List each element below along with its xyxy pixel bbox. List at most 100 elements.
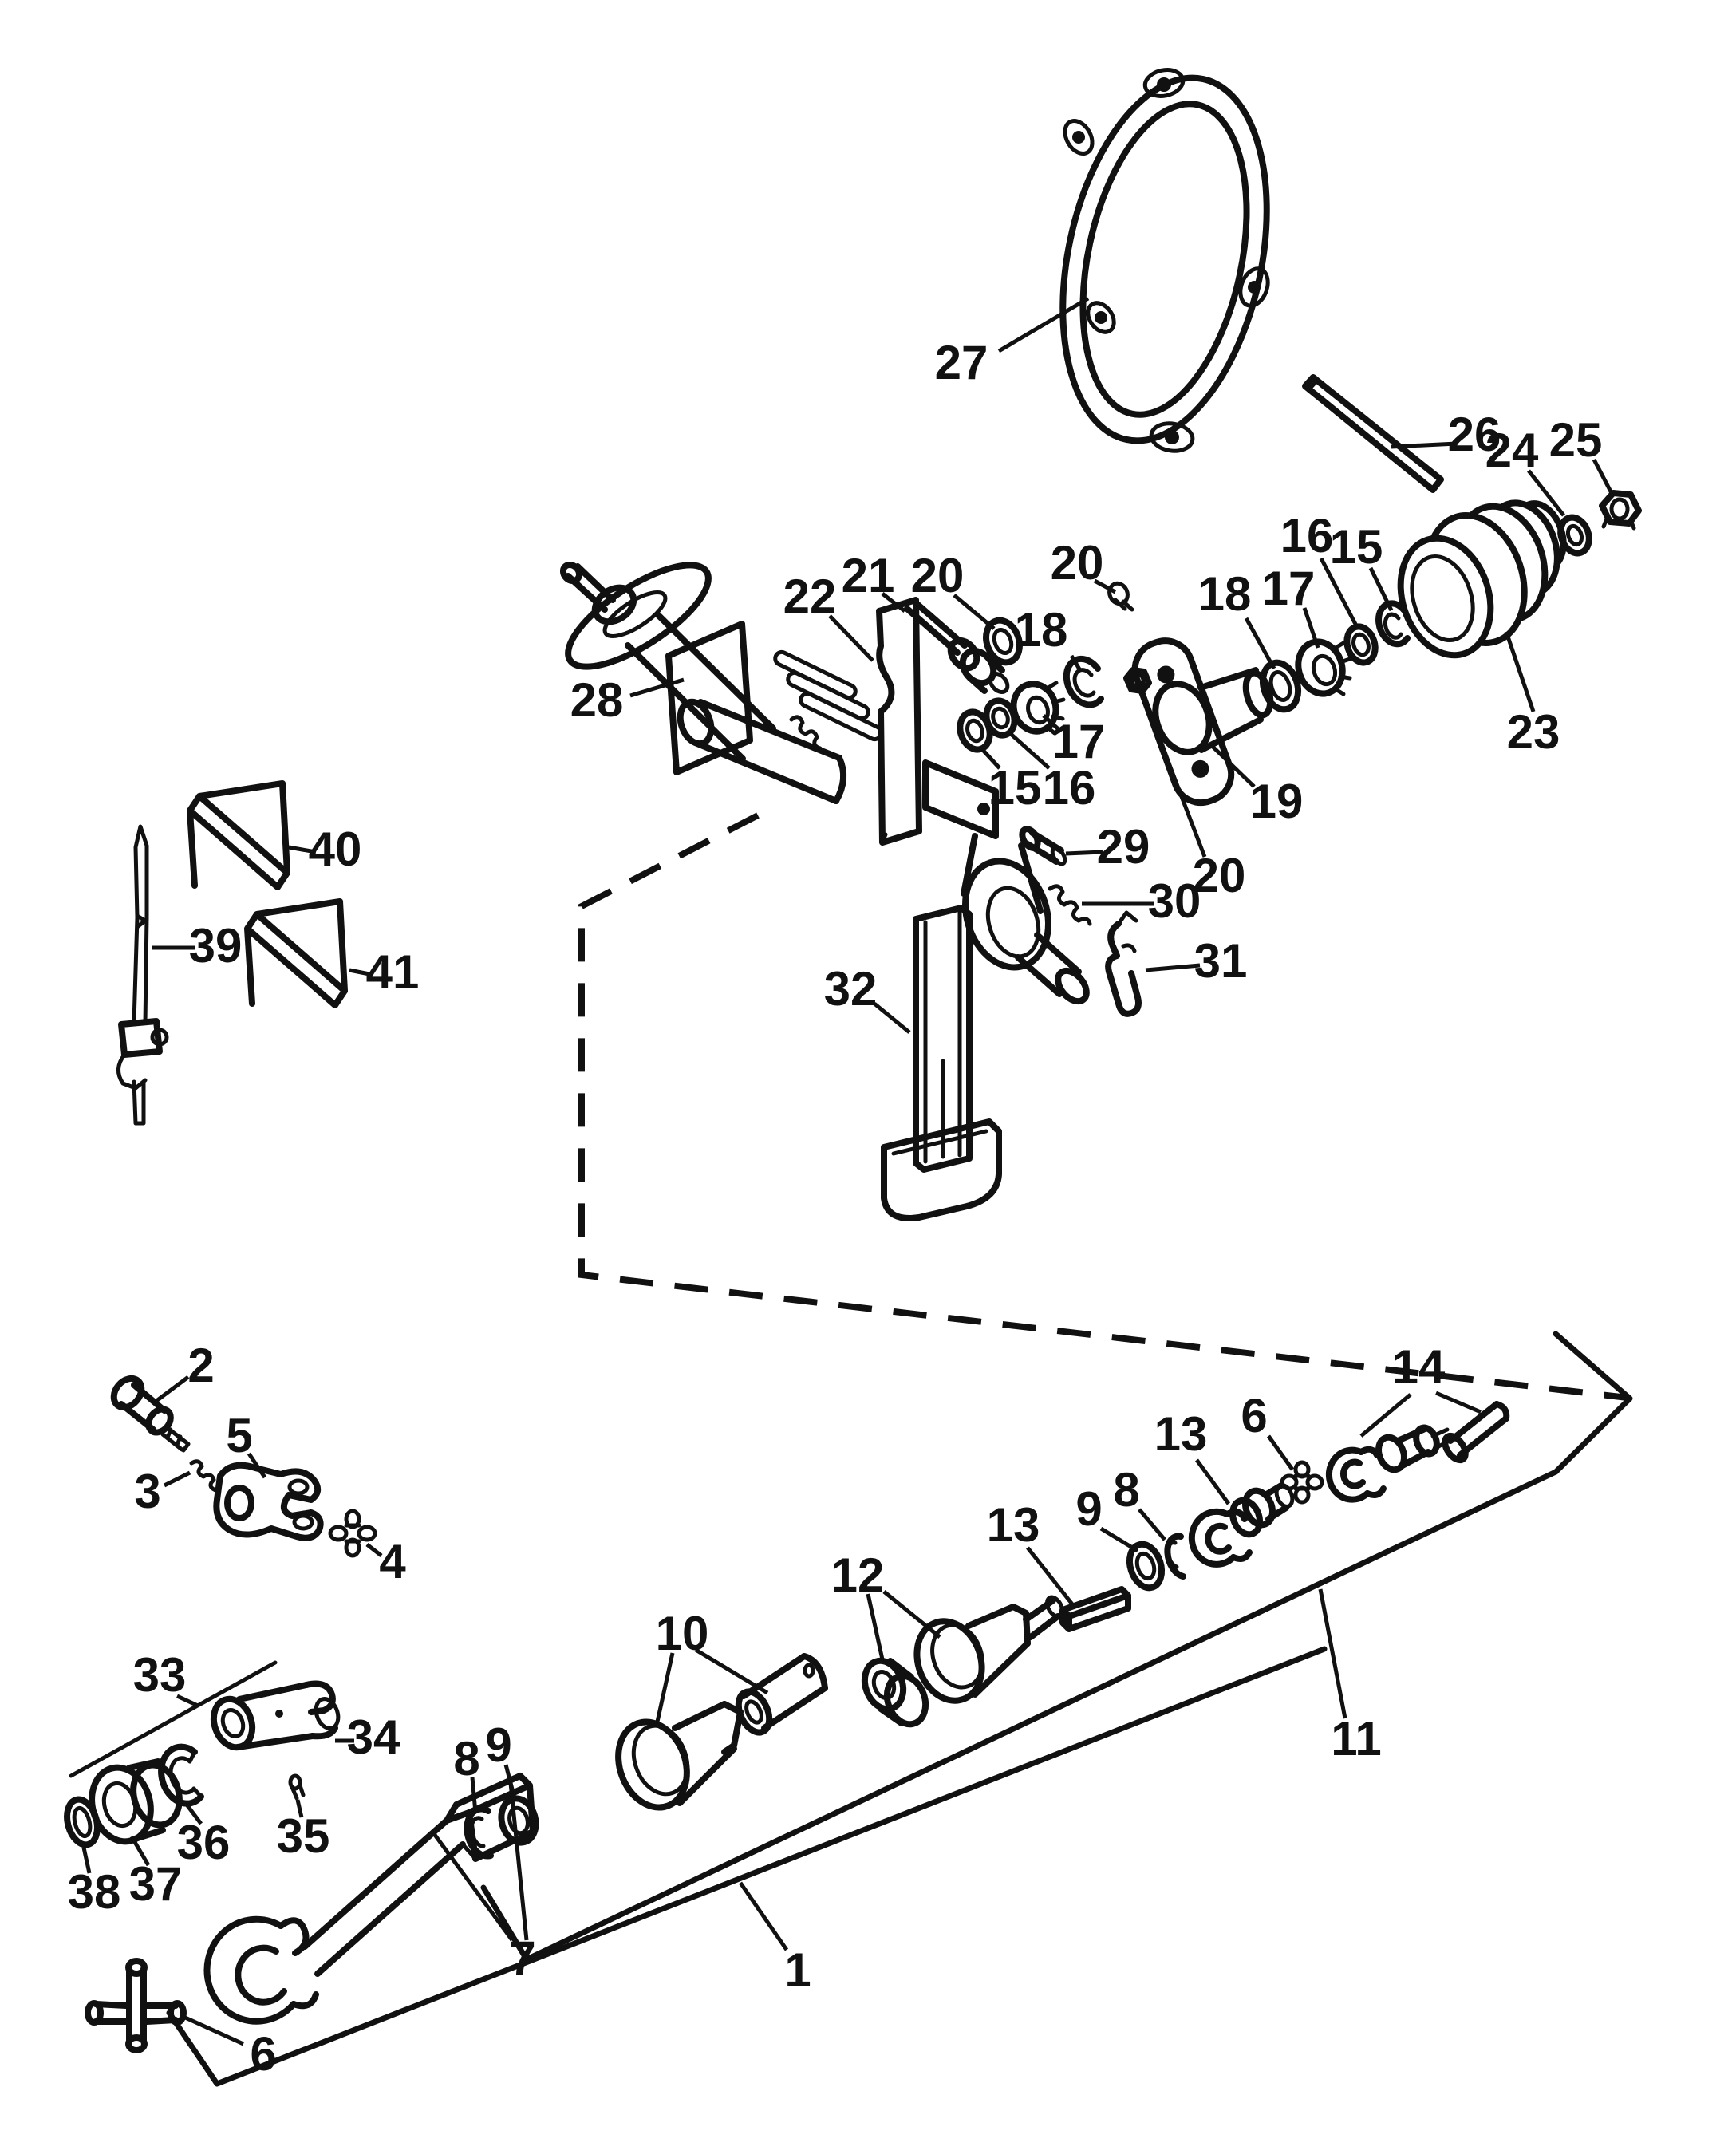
callout-13-1-label: 13: [987, 1498, 1040, 1552]
callout-12-label: 12: [831, 1548, 885, 1602]
callout-3-leader-1: [163, 1470, 191, 1488]
part-37-bushing: [89, 1758, 183, 1845]
callout-22-leader-1: [828, 614, 874, 662]
group-11-outline: [480, 1469, 1559, 1963]
callout-4-leader-1: [365, 1543, 383, 1557]
callout-8-1-leader-1: [470, 1777, 478, 1813]
callout-19-label: 19: [1250, 775, 1304, 828]
callout-7-label: 7: [509, 1931, 535, 1985]
part-13-yoke: [1188, 1482, 1295, 1568]
column-springs: [773, 649, 883, 751]
callout-17-1-leader-1: [1042, 714, 1063, 733]
callout-38-leader-1: [81, 1847, 92, 1874]
part-8-snap-ring: [464, 1805, 494, 1860]
part-18-snap-ring-2: [1063, 655, 1104, 708]
callout-15-1-leader-1: [980, 747, 1001, 770]
part-41-wedge-pad: [244, 898, 348, 1008]
callout-9-1-leader-1: [503, 1764, 518, 1802]
part-32-support-bracket: [881, 905, 1002, 1221]
part-26-lock-rod: [1302, 374, 1444, 493]
callout-10-leader-2: [694, 1647, 769, 1695]
callout-19-leader-1: [1208, 742, 1256, 788]
callout-8-2-leader-1: [1138, 1508, 1166, 1541]
callout-12-leader-2: [882, 1590, 941, 1639]
callout-5-label: 5: [226, 1409, 252, 1462]
callout-20-2-label: 20: [1051, 536, 1104, 590]
callout-20-1-label: 20: [911, 549, 965, 602]
part-3-spring-clip: [189, 1459, 218, 1493]
callout-18-1-label: 18: [1015, 603, 1068, 657]
callout-28-leader-1: [629, 677, 685, 698]
callout-6-2-label: 6: [1241, 1389, 1267, 1442]
part-40-wedge-pad: [187, 780, 290, 890]
callout-41-label: 41: [366, 945, 420, 999]
part-23-boot: [1397, 499, 1567, 659]
part-10-coupler: [615, 1653, 828, 1811]
callout-26-leader-1: [1391, 441, 1458, 449]
part-6-u-joint-cross: [85, 1958, 187, 2053]
callout-35-leader-1: [295, 1799, 304, 1818]
part-13-slip-shaft: [1059, 1586, 1131, 1632]
callout-26-label: 26: [1448, 408, 1501, 461]
part-34-coupler: [210, 1680, 341, 1751]
callout-39-label: 39: [189, 919, 243, 972]
callout-9-2-label: 9: [1075, 1482, 1102, 1536]
callout-14-label: 14: [1392, 1340, 1446, 1394]
part-20-nut: [1123, 667, 1152, 694]
part-27-retainer-ring: [1059, 68, 1270, 453]
callout-27-leader-1: [997, 296, 1090, 353]
part-28-steering-column: [559, 561, 1090, 1005]
part-8-snap-ring-2: [1164, 1533, 1186, 1580]
ring-tab: [1142, 68, 1186, 98]
callout-17-2-label: 17: [1262, 562, 1316, 615]
callout-31-label: 31: [1194, 934, 1248, 988]
part-9-washer-2: [1126, 1541, 1166, 1592]
callout-16-1-label: 16: [1043, 761, 1096, 815]
callout-6-1-label: 6: [250, 2027, 276, 2081]
part-25-nut: [1599, 490, 1642, 531]
callout-34-label: 34: [347, 1710, 400, 1764]
part-31-latch-clip: [1105, 910, 1142, 1017]
callout-16-2-leader-1: [1319, 557, 1360, 630]
callout-25-label: 25: [1549, 413, 1603, 467]
callout-7-leader-1: [432, 1833, 515, 1942]
callout-11-leader-1: [1318, 1588, 1347, 1719]
part-30-spring: [1048, 884, 1092, 926]
callout-28-label: 28: [570, 673, 624, 727]
callout-24-label: 24: [1485, 424, 1539, 477]
callout-6-1-leader-1: [182, 2014, 245, 2046]
callout-15-1-label: 15: [988, 761, 1042, 815]
projection-lines: [578, 812, 1633, 1475]
callout-35-label: 35: [277, 1809, 330, 1863]
callout-1-label: 1: [784, 1943, 811, 1997]
callout-14-leader-2: [1435, 1391, 1482, 1414]
callout-33-leader-1: [176, 1694, 199, 1708]
callout-24-leader-1: [1527, 469, 1565, 517]
part-2-bolt: [110, 1375, 191, 1453]
callout-7-leader-2: [508, 1782, 529, 1941]
ring-tab: [1149, 421, 1195, 453]
callout-41-leader-1: [349, 968, 374, 977]
callout-20-2-leader-1: [1093, 578, 1117, 594]
callout-20-3-leader-1: [1142, 698, 1207, 858]
callout-29-leader-1: [1065, 850, 1103, 856]
part-4-u-joint-cross: [328, 1509, 377, 1558]
callout-12-leader-1: [866, 1593, 885, 1660]
callout-40-label: 40: [309, 823, 362, 876]
callout-5-leader-1: [247, 1452, 267, 1479]
callout-11-label: 11: [1331, 1712, 1381, 1765]
callout-32-label: 32: [824, 962, 878, 1016]
part-6-u-joint-cross-2: [1280, 1460, 1324, 1505]
callout-4-label: 4: [379, 1535, 406, 1588]
callout-40-leader-1: [288, 845, 317, 854]
callout-36-label: 36: [177, 1816, 231, 1869]
callout-18-2-label: 18: [1198, 567, 1252, 621]
ring-tab: [1238, 266, 1270, 308]
callout-21-leader-1: [881, 592, 906, 613]
callout-27-label: 27: [935, 336, 988, 389]
part-14-yoke-tube: [1325, 1401, 1510, 1503]
callout-20-3-label: 20: [1193, 849, 1246, 902]
